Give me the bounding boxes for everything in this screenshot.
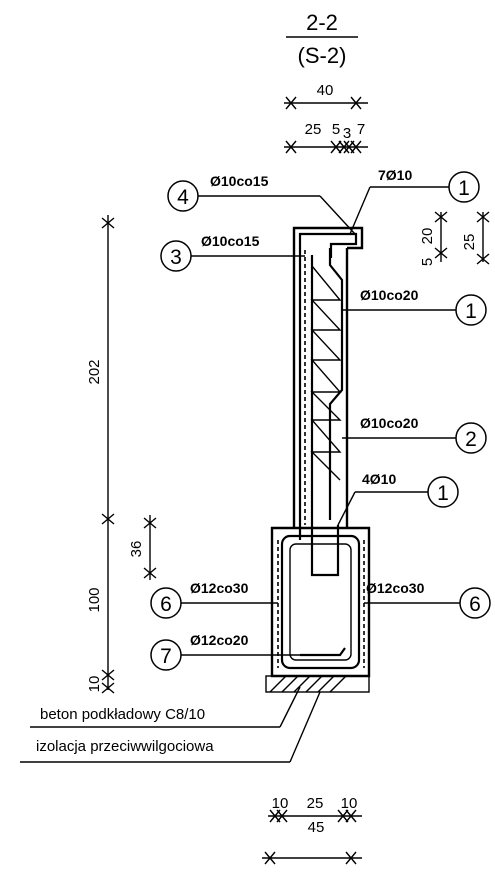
label-7: Ø12co20: [190, 632, 249, 648]
section-name: 2-2: [306, 10, 338, 35]
label-6-right: Ø12co30: [366, 580, 425, 596]
footing-outline: [270, 526, 371, 678]
label-1-low: 4Ø10: [362, 471, 396, 487]
mark-number-4: 4: [177, 186, 189, 209]
dim-left-offset-ticks: [143, 517, 157, 579]
bedding-concrete: [265, 675, 370, 693]
dim-right-a: 5: [419, 258, 436, 266]
section-sheet: (S-2): [298, 43, 347, 68]
stirrup-footing: [280, 534, 361, 670]
stirrup-footing-inner: [289, 543, 352, 661]
bedding-hatch: [269, 675, 347, 693]
leader-4-diag: [319, 195, 356, 235]
dim-left-main-ticks: [101, 217, 115, 694]
label-6-left: Ø12co30: [190, 580, 249, 596]
label-4: Ø10co15: [210, 173, 269, 189]
label-3: Ø10co15: [201, 233, 260, 249]
dim-left-bedding: 10: [86, 676, 103, 693]
rebar-footing-starter: [310, 255, 340, 577]
label-1-mid: Ø10co20: [360, 287, 419, 303]
mark-number-7: 7: [160, 645, 172, 668]
dim-left-footing-height: 100: [86, 587, 103, 612]
dim-top-parts-ticks: [285, 140, 362, 154]
dim-top-part-4: 7: [357, 121, 365, 138]
rebar-footing-bottom: [300, 647, 346, 657]
dim-left-offset: 36: [128, 541, 145, 558]
rebar-hook-4: [298, 232, 358, 540]
dim-bottom-total: 45: [308, 819, 325, 836]
label-2: Ø10co20: [360, 415, 419, 431]
note-bedding-leader: [279, 686, 301, 728]
rebar-right-bent: [328, 248, 344, 520]
mark-number-2: 2: [465, 428, 477, 451]
dim-right-ticks: [434, 211, 490, 265]
dim-top-part-3: 3: [343, 125, 351, 142]
mark-number-1-top: 1: [458, 177, 470, 200]
dim-right-c: 25: [461, 234, 478, 251]
note-insulation: izolacja przeciwwilgociowa: [36, 738, 214, 755]
wall-outline: [292, 226, 364, 528]
dim-bottom-parts-ticks: [269, 809, 357, 823]
note-bedding-concrete: beton podkładowy C8/10: [40, 706, 205, 723]
mark-number-3: 3: [170, 246, 182, 269]
dim-top-total-ticks: [285, 96, 362, 110]
dim-top-part-1: 25: [305, 121, 322, 138]
rebar-zigzag: [310, 265, 342, 481]
dim-bottom-total-ticks: [264, 851, 357, 865]
dim-top-part-2: 5: [332, 121, 340, 138]
dim-right-b: 20: [419, 228, 436, 245]
mark-number-1-mid: 1: [465, 300, 477, 323]
mark-number-6-right: 6: [469, 593, 481, 616]
dim-top-total: 40: [317, 82, 334, 99]
dim-bottom-part-2: 25: [307, 795, 324, 812]
mark-number-6-left: 6: [160, 593, 172, 616]
dim-left-wall-height: 202: [86, 359, 103, 384]
label-1-top: 7Ø10: [378, 167, 412, 183]
note-insulation-leader: [289, 691, 321, 763]
leader-1-low-diag: [337, 491, 356, 526]
leader-1-top-diag: [349, 186, 371, 235]
dim-bottom-part-1: 10: [272, 795, 289, 812]
mark-number-1-low: 1: [437, 482, 449, 505]
dim-bottom-part-3: 10: [341, 795, 358, 812]
